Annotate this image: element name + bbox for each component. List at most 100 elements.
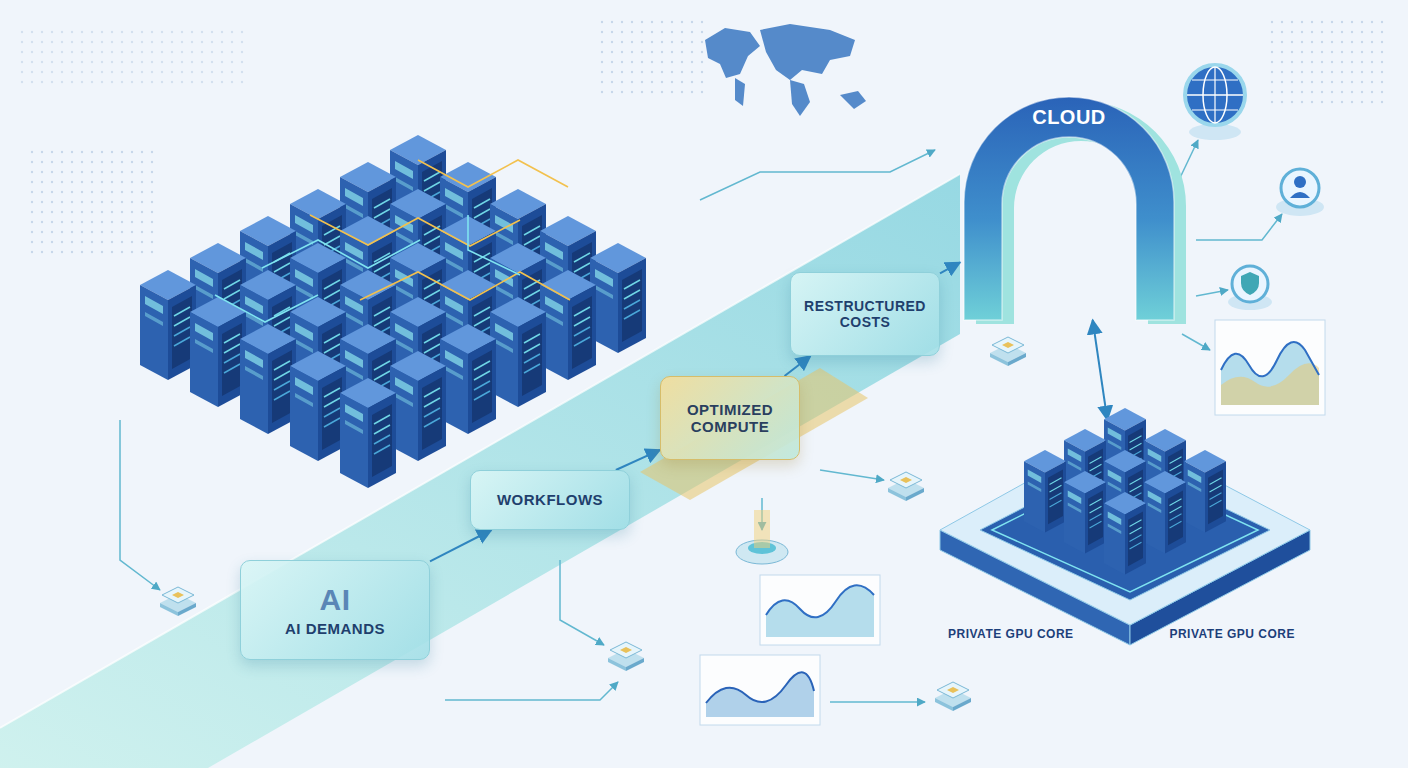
area-chart: [1215, 320, 1325, 415]
connector-lines: [560, 560, 604, 645]
server-cluster: [140, 135, 646, 488]
data-wires: [418, 160, 568, 187]
globe-icon: [1185, 65, 1245, 125]
data-wires: [310, 215, 520, 246]
chips: [935, 682, 971, 711]
area-chart: [1221, 363, 1319, 405]
dot-grid: [1270, 20, 1390, 110]
shield-icon: [1228, 266, 1272, 310]
area-chart: [1221, 342, 1319, 405]
server-cluster: [590, 243, 646, 353]
world-map: [790, 80, 810, 116]
server-cluster: [390, 351, 446, 461]
shield-icon: [1232, 266, 1268, 302]
area-chart: [760, 575, 880, 645]
world-map: [705, 24, 866, 116]
server-rack: [1024, 450, 1066, 533]
process-panel: WORKFLOWS: [470, 470, 630, 530]
user-icon: [1294, 176, 1306, 188]
platform-shape: [930, 420, 1320, 660]
connector-lines: [1182, 334, 1210, 350]
world-map: [735, 78, 745, 106]
world-map: [705, 28, 760, 78]
flow-connector: [616, 450, 660, 470]
server-cluster: [490, 297, 546, 407]
chips: [160, 587, 196, 616]
gpu-platform: PRIVATE GPU CORE PRIVATE GPU CORE: [930, 420, 1320, 660]
arch-face: [964, 97, 1174, 320]
server-rack: [1104, 492, 1146, 575]
data-wires: [360, 272, 570, 300]
connector-lines: [1196, 290, 1228, 296]
panel-heading: AI: [251, 583, 419, 618]
chips: [608, 642, 644, 671]
data-wires: [215, 295, 318, 322]
dot-grid: [600, 15, 710, 95]
connector-lines: [120, 420, 160, 590]
area-chart: [1215, 320, 1325, 415]
server-cluster: [140, 270, 196, 380]
server-cluster: [290, 351, 346, 461]
server-cluster: [340, 378, 396, 488]
server-cluster: [540, 270, 596, 380]
user-icon: [1276, 169, 1324, 216]
connector-lines: [120, 140, 1282, 702]
user-icon: [1290, 192, 1310, 198]
light-pod: [754, 510, 770, 548]
flow-connector: [1093, 320, 1108, 420]
connector-lines: [700, 150, 935, 200]
world-map: [840, 91, 866, 109]
server-rack: [1184, 450, 1226, 533]
area-chart: [766, 585, 874, 637]
node-label: RESTRUCTURED COSTS: [801, 298, 929, 330]
flow-connector: [940, 262, 960, 273]
area-chart: [760, 575, 880, 645]
connector-lines: [1196, 214, 1282, 240]
connector-lines: [820, 470, 884, 480]
node-label: OPTIMIZED COMPUTE: [671, 401, 789, 436]
flow-connector: [430, 530, 491, 561]
shield-icon: [1241, 272, 1259, 295]
platform-label: PRIVATE GPU CORE: [948, 628, 1074, 642]
flow-connector: [785, 356, 811, 376]
process-panel: OPTIMIZED COMPUTE: [660, 376, 800, 460]
dot-grid: [20, 30, 250, 90]
area-chart: [700, 655, 820, 725]
server-rack: [1064, 471, 1106, 554]
area-chart: [1221, 342, 1319, 376]
data-wires: [215, 160, 570, 322]
chips: [888, 472, 924, 501]
node-label: WORKFLOWS: [481, 491, 619, 508]
server-rack: [1144, 471, 1186, 554]
server-cluster: [440, 324, 496, 434]
platform-label: PRIVATE GPU CORE: [1169, 628, 1295, 642]
world-map: [760, 24, 855, 80]
dot-grid: [30, 150, 160, 260]
cloud-arch: CLOUD: [960, 80, 1190, 320]
globe-icon: [1214, 67, 1215, 123]
light-pod: [736, 510, 788, 564]
process-panel: RESTRUCTURED COSTS: [790, 272, 940, 356]
globe-icon: [1185, 65, 1245, 140]
area-chart: [766, 585, 874, 617]
process-panel: AI AI DEMANDS: [240, 560, 430, 660]
connector-lines: [445, 682, 618, 700]
area-chart: [706, 672, 814, 703]
node-label: CLOUD: [1032, 106, 1106, 129]
area-chart: [706, 672, 814, 717]
connector-lines: [830, 701, 925, 703]
flow-band: [0, 174, 960, 768]
flow-band: [640, 368, 868, 500]
flow-band: [0, 174, 960, 768]
node-label: AI DEMANDS: [251, 620, 419, 637]
data-wires: [262, 240, 420, 268]
server-cluster: [240, 324, 296, 434]
flow-band: [0, 174, 960, 728]
platform-face: [940, 430, 1310, 625]
chips: [160, 337, 1026, 711]
data-wires: [468, 215, 520, 275]
user-icon: [1281, 169, 1319, 207]
area-chart: [700, 655, 820, 725]
server-cluster: [190, 297, 246, 407]
